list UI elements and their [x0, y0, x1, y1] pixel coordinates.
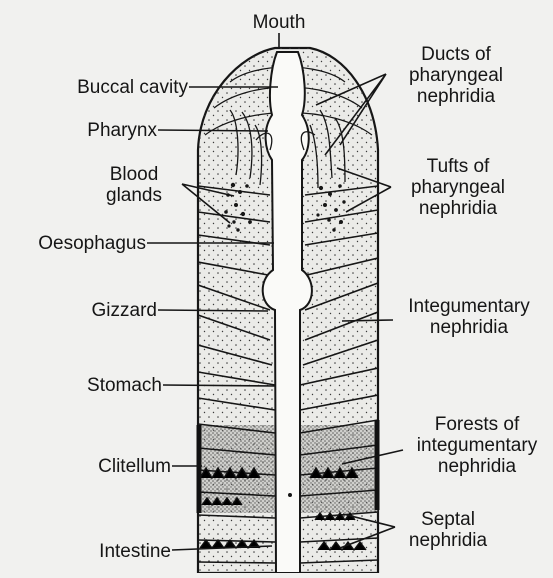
body-pore-dot [288, 493, 292, 497]
leader-stomach [163, 385, 276, 386]
label-forests-line-2: integumentary [403, 435, 551, 456]
label-intestine: Intestine [40, 541, 171, 562]
label-blood-glands-line-2: glands [86, 185, 182, 206]
label-clitellum: Clitellum [40, 456, 171, 477]
label-integumentary-line-2: nephridia [394, 317, 544, 338]
label-blood-glands-line-1: Blood [86, 164, 182, 185]
label-ducts-line-2: pharyngeal [388, 65, 524, 86]
label-ducts-of-pharyngeal-nephridia: Ducts of pharyngeal nephridia [388, 44, 524, 107]
leader-pharynx [158, 130, 268, 131]
label-septal-line-1: Septal [396, 509, 500, 530]
label-stomach: Stomach [40, 375, 162, 396]
label-tufts-line-3: nephridia [392, 198, 524, 219]
leader-gizzard [158, 310, 268, 311]
label-forests-line-3: nephridia [403, 456, 551, 477]
label-tufts-line-2: pharyngeal [392, 177, 524, 198]
label-blood-glands: Blood glands [86, 164, 182, 206]
label-tufts-of-pharyngeal-nephridia: Tufts of pharyngeal nephridia [392, 156, 524, 219]
label-integumentary-nephridia: Integumentary nephridia [394, 296, 544, 338]
label-ducts-line-3: nephridia [388, 86, 524, 107]
label-mouth: Mouth [236, 12, 322, 33]
label-forests-of-integumentary-nephridia: Forests of integumentary nephridia [403, 414, 551, 477]
label-pharynx: Pharynx [40, 120, 157, 141]
label-ducts-line-1: Ducts of [388, 44, 524, 65]
label-tufts-line-1: Tufts of [392, 156, 524, 177]
label-integumentary-line-1: Integumentary [394, 296, 544, 317]
label-gizzard: Gizzard [40, 300, 157, 321]
label-oesophagus: Oesophagus [0, 233, 146, 254]
label-septal-line-2: nephridia [396, 530, 500, 551]
label-buccal-cavity: Buccal cavity [20, 77, 188, 98]
leader-integumentary [342, 320, 393, 321]
label-forests-line-1: Forests of [403, 414, 551, 435]
label-septal-nephridia: Septal nephridia [396, 509, 500, 551]
